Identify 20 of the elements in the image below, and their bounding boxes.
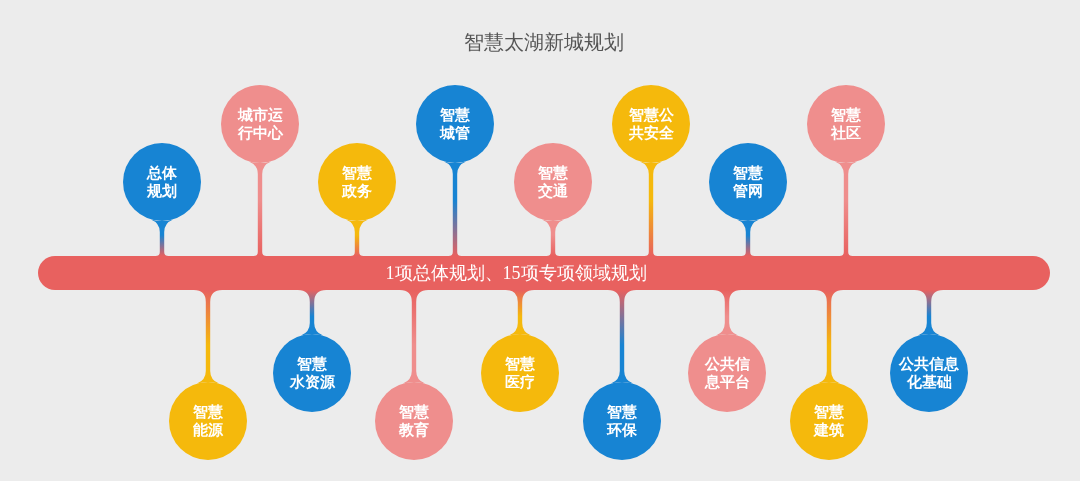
topic-circle: 智慧政务 xyxy=(318,143,396,221)
connector-stem xyxy=(249,161,271,256)
topic-circle: 公共信息平台 xyxy=(688,334,766,412)
topic-circle: 智慧教育 xyxy=(375,382,453,460)
topic-circle: 智慧水资源 xyxy=(273,334,351,412)
topic-circle: 总体规划 xyxy=(123,143,201,221)
topic-circle: 城市运行中心 xyxy=(221,85,299,163)
topic-circle: 智慧建筑 xyxy=(790,382,868,460)
topic-circle: 智慧城管 xyxy=(416,85,494,163)
topic-circle: 智慧能源 xyxy=(169,382,247,460)
connector-stem xyxy=(444,161,466,256)
topic-circle: 智慧管网 xyxy=(709,143,787,221)
title: 智慧太湖新城规划 xyxy=(464,29,624,55)
topic-circle: 智慧交通 xyxy=(514,143,592,221)
timeline-bar: 1项总体规划、15项专项领域规划 xyxy=(38,256,1050,290)
topic-circle: 智慧公共安全 xyxy=(612,85,690,163)
topic-circle: 智慧社区 xyxy=(807,85,885,163)
topic-circle: 智慧医疗 xyxy=(481,334,559,412)
topic-circle: 公共信息化基础 xyxy=(890,334,968,412)
topic-circle: 智慧环保 xyxy=(583,382,661,460)
